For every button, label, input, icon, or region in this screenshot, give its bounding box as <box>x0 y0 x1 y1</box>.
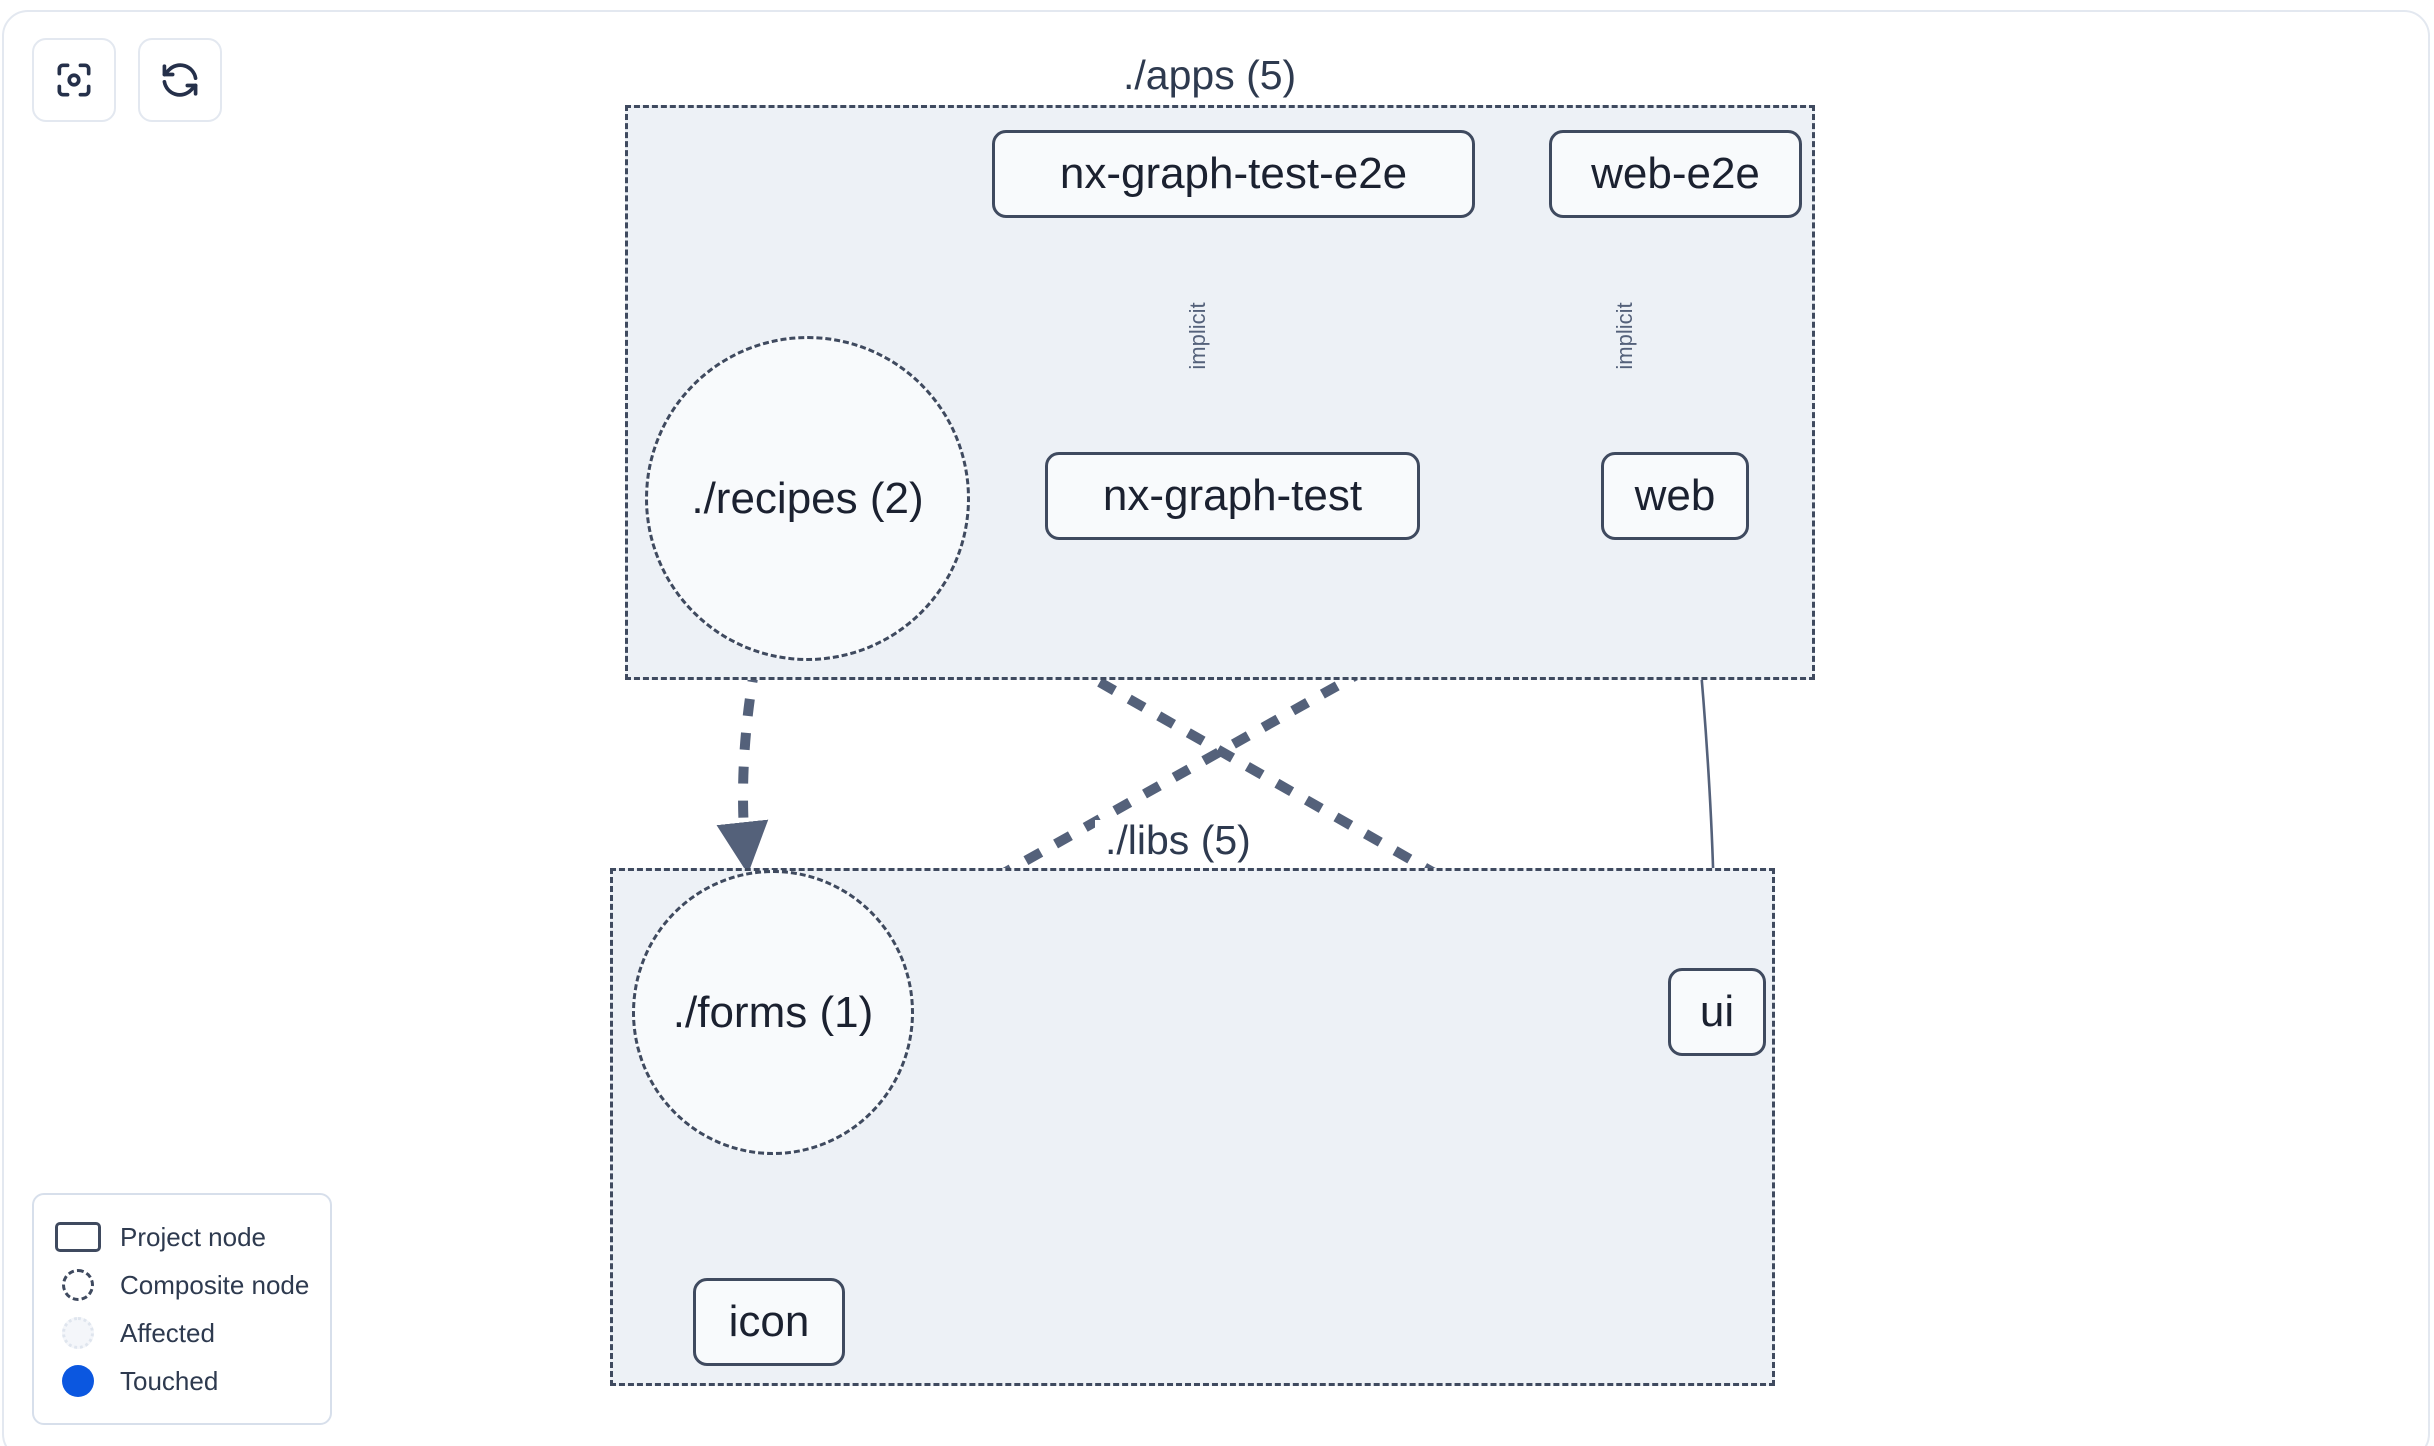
node-nx-graph-test-e2e[interactable]: nx-graph-test-e2e <box>992 130 1475 218</box>
node-ui[interactable]: ui <box>1668 968 1766 1056</box>
legend-label-affected: Affected <box>120 1317 215 1348</box>
select-focus-button[interactable] <box>32 38 116 122</box>
node-web[interactable]: web <box>1601 452 1749 540</box>
graph-toolbar <box>32 38 222 122</box>
legend-item-composite-node: Composite node <box>54 1261 310 1309</box>
touched-swatch <box>54 1365 102 1397</box>
project-node-swatch <box>54 1222 102 1252</box>
refresh-icon <box>158 58 202 102</box>
group-label-apps: ./apps (5) <box>1113 55 1307 96</box>
node-web-e2e[interactable]: web-e2e <box>1549 130 1802 218</box>
composite-node-swatch <box>54 1269 102 1301</box>
legend-label-project-node: Project node <box>120 1221 266 1252</box>
node-recipes[interactable]: ./recipes (2) <box>645 336 970 661</box>
node-icon[interactable]: icon <box>693 1278 845 1366</box>
affected-swatch <box>54 1317 102 1349</box>
legend-item-affected: Affected <box>54 1309 310 1357</box>
edge-label-implicit-web: implicit <box>1612 302 1637 370</box>
node-forms[interactable]: ./forms (1) <box>632 870 914 1155</box>
legend-item-touched: Touched <box>54 1357 310 1405</box>
legend-label-composite-node: Composite node <box>120 1269 310 1300</box>
node-nx-graph-test[interactable]: nx-graph-test <box>1045 452 1420 540</box>
focus-target-icon <box>52 58 96 102</box>
graph-legend: Project node Composite node Affected Tou… <box>32 1193 332 1425</box>
group-label-libs: ./libs (5) <box>1095 820 1261 861</box>
edge-label-implicit-nx-graph-test: implicit <box>1185 302 1210 370</box>
refresh-button[interactable] <box>138 38 222 122</box>
legend-label-touched: Touched <box>120 1365 219 1396</box>
legend-item-project-node: Project node <box>54 1213 310 1261</box>
